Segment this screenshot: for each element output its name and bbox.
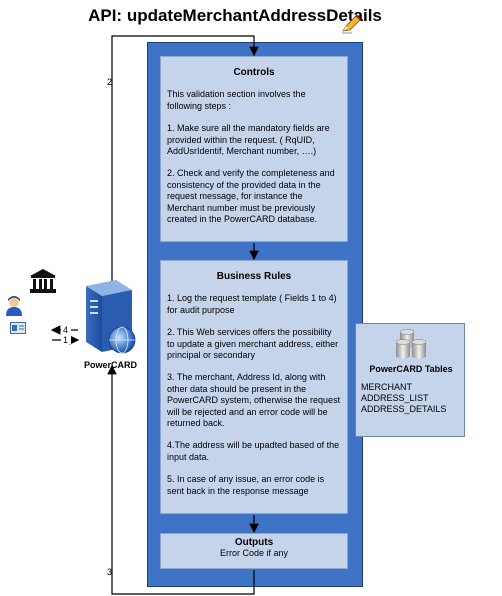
business-rule-item: 4.The address will be upadted based of t…: [167, 440, 340, 462]
page-title: API: updateMerchantAddressDetails: [88, 6, 382, 25]
flow-label-response: 4: [63, 325, 68, 335]
bank-icon: [30, 269, 56, 293]
controls-step: 1. Make sure all the mandatory fields ar…: [167, 123, 330, 157]
flow-label-return: 3: [107, 567, 112, 577]
outputs-title: Outputs: [234, 537, 274, 548]
business-rule-item: 5. In case of any issue, an error code i…: [167, 474, 325, 496]
flow-line-to-controls: [111, 35, 259, 292]
server-icon: [86, 280, 136, 354]
table-name: ADDRESS_DETAILS: [361, 404, 447, 414]
flow-line-return: [107, 364, 255, 595]
powercard-tables-box: PowerCARD Tables MERCHANT ADDRESS_LIST A…: [355, 323, 465, 437]
database-icon: [395, 329, 427, 359]
outputs-text: Error Code if any: [219, 548, 289, 559]
flow-label-request: 1: [63, 335, 68, 345]
business-rule-item: 3. The merchant, Address Id, along with …: [167, 372, 341, 429]
business-rule-item: 1. Log the request template ( Fields 1 t…: [167, 293, 337, 315]
controls-intro: This validation section involves the fol…: [167, 89, 306, 111]
tables-list: MERCHANT ADDRESS_LIST ADDRESS_DETAILS: [361, 382, 446, 415]
flow-label-to-controls: 2: [107, 77, 112, 87]
business-rules-title: Business Rules: [216, 271, 292, 282]
business-rules-box: Business Rules 1. Log the request templa…: [160, 260, 348, 514]
table-name: ADDRESS_LIST: [361, 393, 429, 403]
tables-title: PowerCARD Tables: [369, 364, 453, 374]
id-card-icon: [10, 322, 26, 334]
user-icon: [6, 296, 22, 316]
server-label: PowerCARD: [84, 360, 138, 370]
label-gap: [61, 324, 71, 335]
outputs-box: Outputs Error Code if any: [160, 533, 348, 569]
pencil-icon: [342, 14, 362, 34]
controls-box: Controls This validation section involve…: [160, 56, 348, 242]
controls-title: Controls: [233, 67, 275, 78]
controls-step: 2. Check and verify the completeness and…: [167, 168, 335, 225]
label-gap: [61, 333, 71, 344]
table-name: MERCHANT: [361, 382, 412, 392]
business-rule-item: 2. This Web services offers the possibil…: [167, 327, 339, 361]
